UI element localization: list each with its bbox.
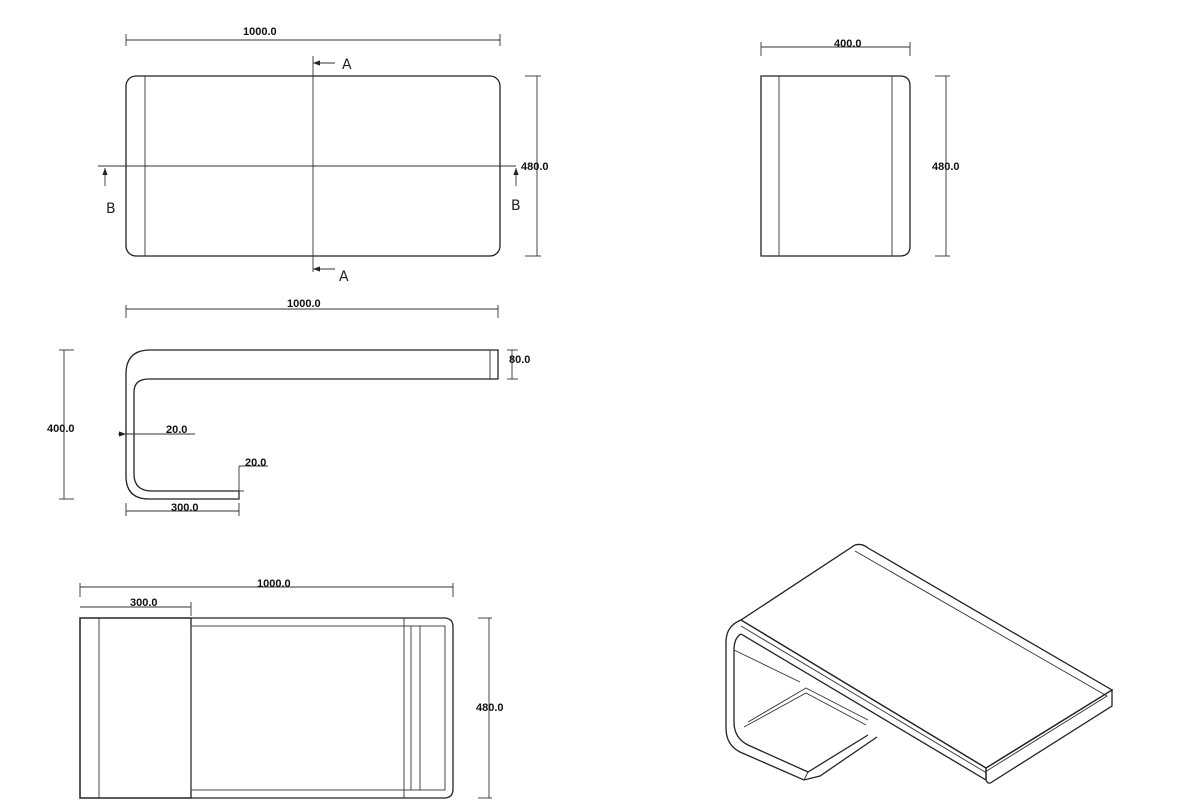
dimension-bottom-base-length-label: 300.0 <box>130 597 158 609</box>
dimension-front-height: 400.0 <box>47 349 75 500</box>
dimension-front-wall-thickness: 20.0 <box>118 424 195 437</box>
iso-side-thickness <box>740 619 987 782</box>
bottom-view-base-plate <box>79 617 192 799</box>
dimension-bottom-width: 1000.0 <box>79 578 454 597</box>
dimension-side-depth: 480.0 <box>932 75 960 257</box>
front-section-view: 1000.0 400.0 80.0 20.0 20.0 <box>47 298 530 516</box>
dimension-top-depth-label: 480.0 <box>521 161 549 173</box>
side-view: 400.0 480.0 <box>760 38 960 257</box>
top-view: A A B B 1000.0 480.0 <box>98 26 549 285</box>
section-a-label-top: A <box>342 57 352 73</box>
dimension-front-wall-thickness-label: 20.0 <box>166 424 187 436</box>
iso-top-inner-edge <box>740 550 1108 773</box>
dimension-bottom-depth: 480.0 <box>476 617 504 799</box>
dimension-side-depth-label: 480.0 <box>932 161 960 173</box>
iso-top-surface <box>739 543 1114 769</box>
dimension-front-width-label: 1000.0 <box>287 298 321 310</box>
dimension-bottom-width-label: 1000.0 <box>257 578 291 590</box>
isometric-view <box>725 543 1114 784</box>
section-a-label-bottom: A <box>339 269 349 285</box>
section-b-label-left: B <box>106 201 116 217</box>
iso-outer-bend <box>725 619 878 781</box>
iso-base-plate-edge <box>747 687 869 723</box>
dimension-bottom-depth-label: 480.0 <box>476 702 504 714</box>
dimension-front-top-thickness: 80.0 <box>507 349 530 380</box>
dimension-front-base-length: 300.0 <box>125 502 240 516</box>
bottom-view: 1000.0 300.0 480.0 <box>79 578 504 799</box>
bottom-view-inner-frame <box>190 625 446 791</box>
iso-base-end <box>803 771 809 781</box>
iso-inner-bend <box>733 633 869 773</box>
bottom-view-outline <box>79 617 454 799</box>
dimension-front-base-thickness-label: 20.0 <box>245 457 266 469</box>
dimension-side-width: 400.0 <box>760 38 911 56</box>
dimension-front-top-thickness-label: 80.0 <box>509 354 530 366</box>
dimension-top-depth: 480.0 <box>521 75 549 257</box>
dimension-top-width-label: 1000.0 <box>243 26 277 38</box>
dimension-front-width: 1000.0 <box>125 298 499 318</box>
section-b-label-right: B <box>511 198 521 214</box>
iso-base-plate-edge-2 <box>743 692 867 728</box>
dimension-side-width-label: 400.0 <box>834 38 862 50</box>
side-view-outline <box>760 75 911 257</box>
dimension-front-base-length-label: 300.0 <box>171 502 199 514</box>
iso-inner-top-edge <box>733 649 801 683</box>
dimension-front-base-thickness: 20.0 <box>234 457 268 499</box>
iso-front-thickness <box>985 688 1113 784</box>
dimension-front-height-label: 400.0 <box>47 423 75 435</box>
dimension-top-width: 1000.0 <box>125 26 501 46</box>
dimension-bottom-base-length: 300.0 <box>80 597 192 616</box>
